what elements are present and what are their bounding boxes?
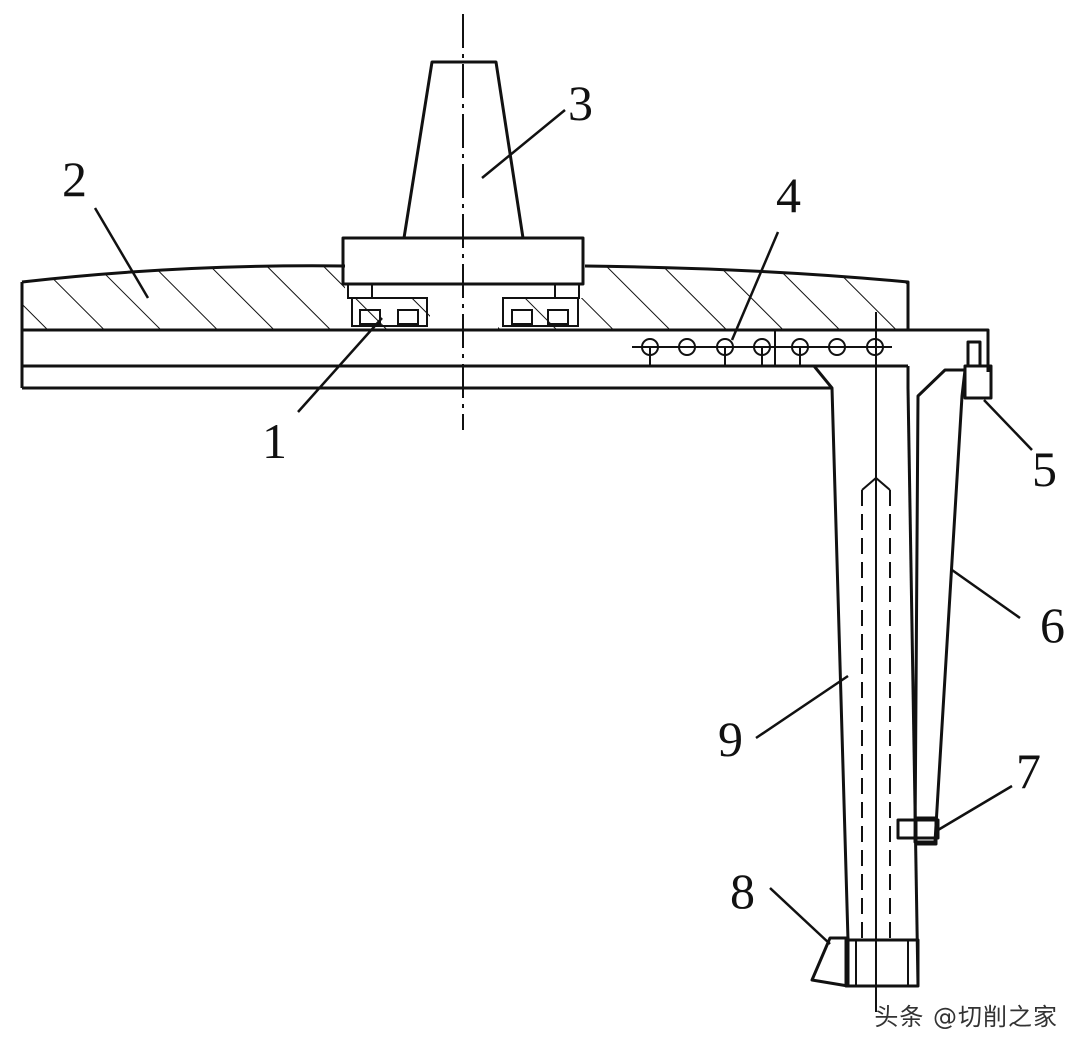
leader-1 [297, 317, 383, 413]
adjustment-holes [632, 330, 892, 366]
callout-7: 7 [1016, 743, 1041, 799]
fastener-right [502, 283, 580, 327]
callout-8: 8 [730, 863, 755, 919]
callout-1: 1 [262, 413, 287, 469]
callout-2: 2 [62, 151, 87, 207]
leader-9 [755, 674, 849, 740]
adjusting-rod [913, 368, 967, 844]
fastener-left [347, 283, 428, 327]
leader-5 [983, 399, 1033, 451]
boring-arm [812, 312, 920, 1012]
callout-4: 4 [776, 167, 801, 223]
leader-7 [937, 784, 1013, 832]
leader-6 [951, 568, 1021, 620]
leader-3 [481, 109, 566, 179]
flange-block [341, 236, 585, 286]
cutting-insert [810, 936, 850, 988]
cutter-disc [20, 264, 988, 390]
callout-6: 6 [1040, 597, 1065, 653]
end-bracket [908, 328, 990, 372]
leader-8 [769, 887, 831, 945]
leader-lines [93, 109, 1033, 945]
rod-screw [896, 816, 940, 846]
leader-2 [93, 207, 150, 299]
cutter-head [844, 938, 920, 988]
callout-3: 3 [568, 75, 593, 131]
watermark: 头条 @切削之家 [874, 1003, 1058, 1031]
callout-5: 5 [1032, 441, 1057, 497]
callout-9: 9 [718, 711, 743, 767]
leader-4 [730, 231, 780, 341]
